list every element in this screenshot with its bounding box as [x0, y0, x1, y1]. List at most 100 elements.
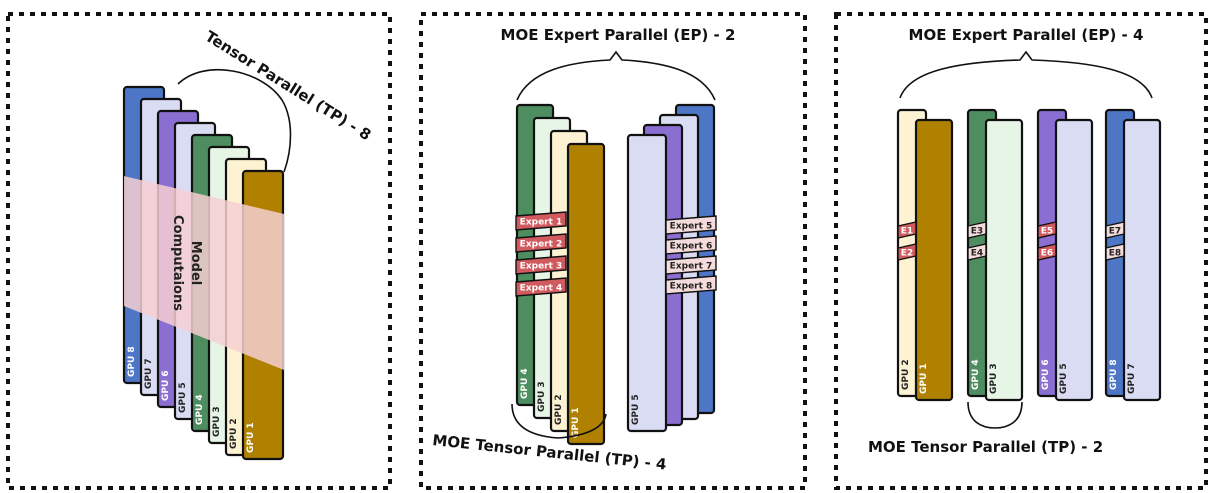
tp2-brace	[967, 401, 1023, 429]
p3-gpu-2-label: GPU 2	[901, 359, 911, 390]
p3-expert-e5-shape	[1037, 221, 1057, 239]
model-computations-label: Model Computaions	[170, 215, 203, 311]
p2-gpu-1-label: GPU 1	[571, 407, 581, 438]
p2-expert-4-label: Expert 4	[520, 284, 563, 294]
p2-expert-8-shape	[665, 275, 717, 295]
band-label-line1: Model	[188, 241, 203, 285]
p2-expert-1: Expert 1	[515, 211, 567, 231]
p2-expert-3: Expert 3	[515, 255, 567, 275]
p2-expert-2: Expert 2	[515, 233, 567, 253]
p3-expert-e5: E5	[1037, 221, 1057, 239]
tp2-title: MOE Tensor Parallel (TP) - 2	[868, 438, 1103, 456]
ep2-brace	[516, 50, 716, 101]
p2-expert-4-shape	[515, 277, 567, 297]
p2-expert-6-shape	[665, 235, 717, 255]
p2-expert-7: Expert 7	[665, 255, 717, 275]
p2-expert-7-label: Expert 7	[670, 262, 713, 272]
p2-expert-8: Expert 8	[665, 275, 717, 295]
p1-gpu-3-label: GPU 3	[212, 406, 222, 437]
p2-expert-1-shape	[515, 211, 567, 231]
p2-expert-2-shape	[515, 233, 567, 253]
p2-expert-7-shape	[665, 255, 717, 275]
p3-expert-e7-label: E7	[1109, 227, 1121, 237]
ep2-title: MOE Expert Parallel (EP) - 2	[501, 26, 736, 44]
p3-gpu-7-label: GPU 7	[1127, 363, 1137, 394]
p2-gpu-4-label: GPU 4	[520, 368, 530, 399]
p3-gpu-3-label: GPU 3	[989, 363, 999, 394]
p3-expert-e4-shape	[967, 243, 987, 261]
p1-gpu-2-label: GPU 2	[229, 418, 239, 449]
p3-gpu-4-label: GPU 4	[971, 359, 981, 390]
panel-2-border	[419, 12, 807, 490]
p3-expert-e2-shape	[897, 243, 917, 261]
p2-expert-8-label: Expert 8	[670, 282, 713, 292]
p3-expert-e3: E3	[967, 221, 987, 239]
p3-gpu-6-label: GPU 6	[1041, 359, 1051, 390]
p2-expert-3-label: Expert 3	[520, 262, 563, 272]
p3-expert-e4-label: E4	[971, 249, 983, 259]
p3-gpu-1: GPU 1	[914, 118, 954, 402]
p3-gpu-3: GPU 3	[984, 118, 1024, 402]
p3-expert-e6: E6	[1037, 243, 1057, 261]
p2-gpu-5-body	[626, 133, 668, 433]
p3-gpu-5: GPU 5	[1054, 118, 1094, 402]
panel-2-left-stack: GPU 4 GPU 3 GPU 2 GPU 1	[515, 103, 606, 446]
p3-expert-e7: E7	[1105, 221, 1125, 239]
p2-gpu-1: GPU 1	[566, 142, 606, 446]
p3-gpu-7: GPU 7	[1122, 118, 1162, 402]
tp4-brace	[511, 403, 607, 439]
p3-expert-e3-label: E3	[971, 227, 983, 237]
p3-expert-e4: E4	[967, 243, 987, 261]
p3-gpu-5-body	[1054, 118, 1094, 402]
p1-gpu-8-label: GPU 8	[127, 346, 137, 377]
p2-expert-2-label: Expert 2	[520, 240, 563, 250]
p3-gpu-5-label: GPU 5	[1059, 363, 1069, 394]
p2-expert-1-label: Expert 1	[520, 218, 563, 228]
p2-gpu-5-label: GPU 5	[631, 394, 641, 425]
p3-expert-e6-shape	[1037, 243, 1057, 261]
p3-expert-e7-shape	[1105, 221, 1125, 239]
p3-expert-e1-label: E1	[901, 227, 913, 237]
p2-expert-5-label: Expert 5	[670, 222, 713, 232]
p2-gpu-3-label: GPU 3	[537, 381, 547, 412]
p1-gpu-4-label: GPU 4	[195, 394, 205, 425]
panel-3-border	[834, 12, 1208, 490]
p3-expert-e6-label: E6	[1041, 249, 1053, 259]
p2-gpu-5: GPU 5	[626, 133, 668, 433]
p1-gpu-1-label: GPU 1	[246, 422, 256, 453]
p3-expert-e2-label: E2	[901, 249, 913, 259]
p2-gpu-1-body	[566, 142, 606, 446]
panel-3: MOE Expert Parallel (EP) - 4 GPU 2 GPU 1 E…	[868, 26, 1162, 456]
p3-expert-e2: E2	[897, 243, 917, 261]
p1-gpu-7-label: GPU 7	[144, 358, 154, 389]
p3-expert-e8: E8	[1105, 243, 1125, 261]
p2-expert-5: Expert 5	[665, 215, 717, 235]
p3-gpu-1-label: GPU 1	[919, 363, 929, 394]
p3-expert-e8-label: E8	[1109, 249, 1121, 259]
p2-expert-6-label: Expert 6	[670, 242, 713, 252]
p2-expert-6: Expert 6	[665, 235, 717, 255]
p3-expert-e3-shape	[967, 221, 987, 239]
band-label-line2: Computaions	[170, 215, 185, 311]
tp8-title: Tensor Parallel (TP) - 8	[202, 27, 374, 144]
p2-expert-5-shape	[665, 215, 717, 235]
tp8-brace	[177, 69, 292, 173]
p3-expert-e8-shape	[1105, 243, 1125, 261]
p3-gpu-3-body	[984, 118, 1024, 402]
p3-gpu-8-label: GPU 8	[1109, 359, 1119, 390]
p3-expert-e1-shape	[897, 221, 917, 239]
p2-gpu-2-label: GPU 2	[554, 394, 564, 425]
p3-expert-e5-label: E5	[1041, 227, 1053, 237]
p2-expert-4: Expert 4	[515, 277, 567, 297]
p2-expert-3-shape	[515, 255, 567, 275]
p3-expert-e1: E1	[897, 221, 917, 239]
ep4-title: MOE Expert Parallel (EP) - 4	[909, 26, 1144, 44]
p1-gpu-5-label: GPU 5	[178, 382, 188, 413]
p3-gpu-7-body	[1122, 118, 1162, 402]
panel-2-experts: Expert 1 Expert 2 Expert 3 Expert 4 Expert 5…	[515, 211, 717, 297]
panel-1-border	[6, 12, 392, 490]
